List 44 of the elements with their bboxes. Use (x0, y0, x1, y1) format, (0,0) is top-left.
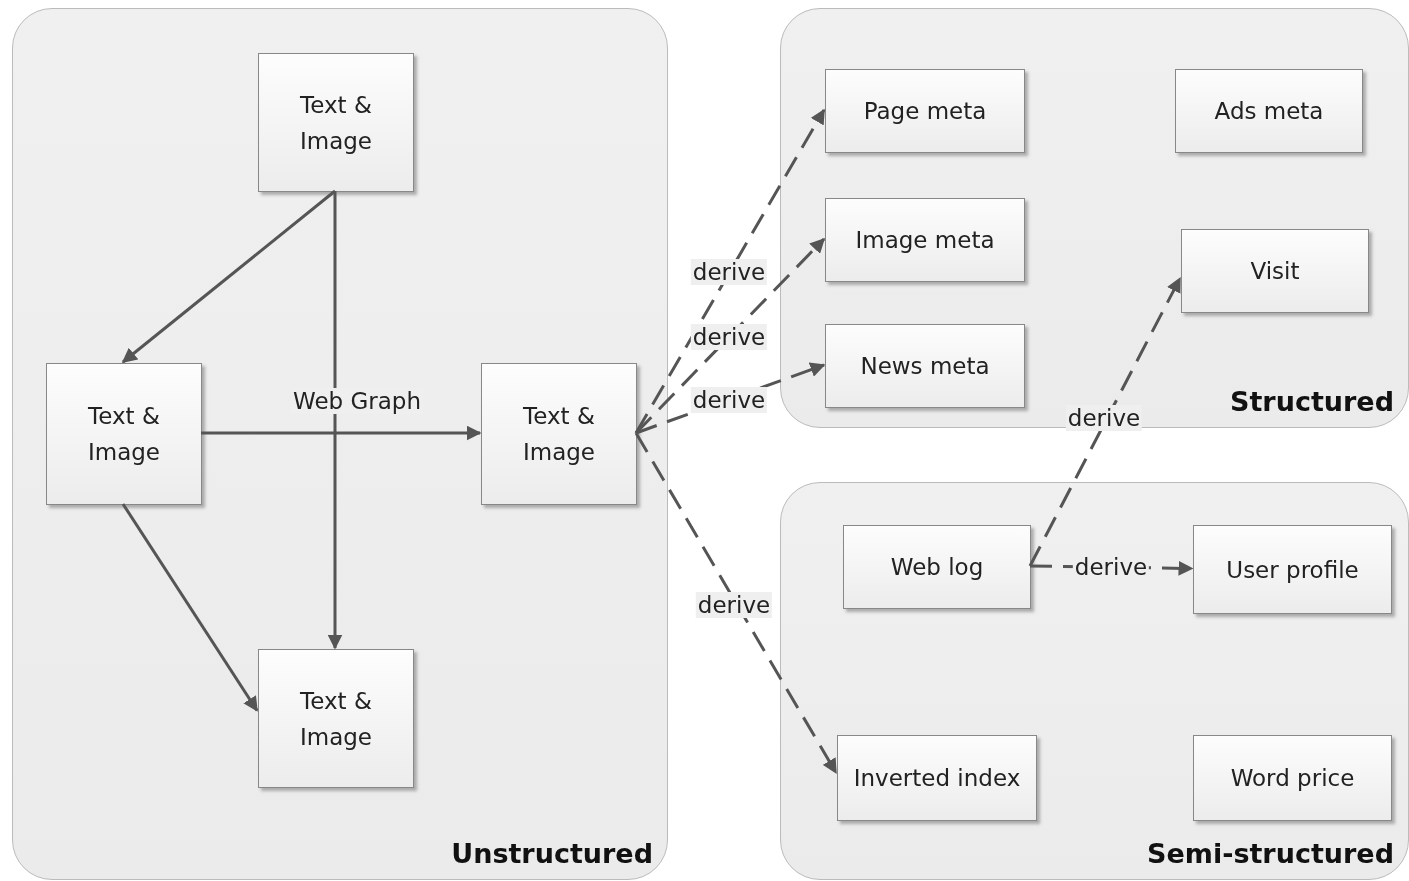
box-label: Image meta (854, 226, 996, 255)
data-box (1181, 229, 1369, 313)
arrow (1028, 277, 1182, 567)
edge-label: derive (1065, 405, 1143, 431)
edge-label: derive (695, 592, 773, 618)
box-label: Text & Image (298, 686, 373, 752)
arrow (121, 503, 259, 712)
data-box (258, 649, 414, 788)
box-label: Inverted index (852, 764, 1022, 793)
data-box (46, 363, 202, 505)
edge-label: derive (690, 259, 768, 285)
panel-title: Unstructured (451, 838, 653, 869)
box-label: Page meta (862, 97, 988, 126)
arrow (201, 425, 482, 441)
edge-label: Web Graph (291, 388, 423, 414)
box-label: Word price (1229, 764, 1356, 793)
group-panel (12, 8, 668, 880)
data-box (825, 324, 1025, 408)
data-box (481, 363, 637, 505)
arrow (327, 191, 343, 650)
data-box (825, 69, 1025, 153)
box-label: Text & Image (298, 90, 373, 156)
panel-title: Semi-structured (1147, 838, 1394, 869)
arrow (634, 432, 838, 774)
data-box (1193, 525, 1392, 614)
edge-label: derive (690, 387, 768, 413)
box-label: News meta (859, 352, 991, 381)
box-label: Visit (1249, 257, 1301, 286)
data-box (825, 198, 1025, 282)
panel-title: Structured (1230, 386, 1394, 417)
box-label: Text & Image (86, 402, 161, 467)
data-box (258, 53, 414, 192)
box-label: Web log (889, 553, 985, 582)
data-box (837, 735, 1037, 821)
data-box (1175, 69, 1363, 153)
box-label: Text & Image (521, 402, 596, 467)
group-panel (780, 8, 1409, 428)
box-label: Ads meta (1213, 97, 1325, 126)
arrow (121, 189, 336, 364)
data-box (1193, 735, 1392, 821)
edge-label: derive (690, 324, 768, 350)
group-panel (780, 482, 1409, 880)
data-box (843, 525, 1031, 609)
box-label: User profile (1225, 555, 1360, 585)
